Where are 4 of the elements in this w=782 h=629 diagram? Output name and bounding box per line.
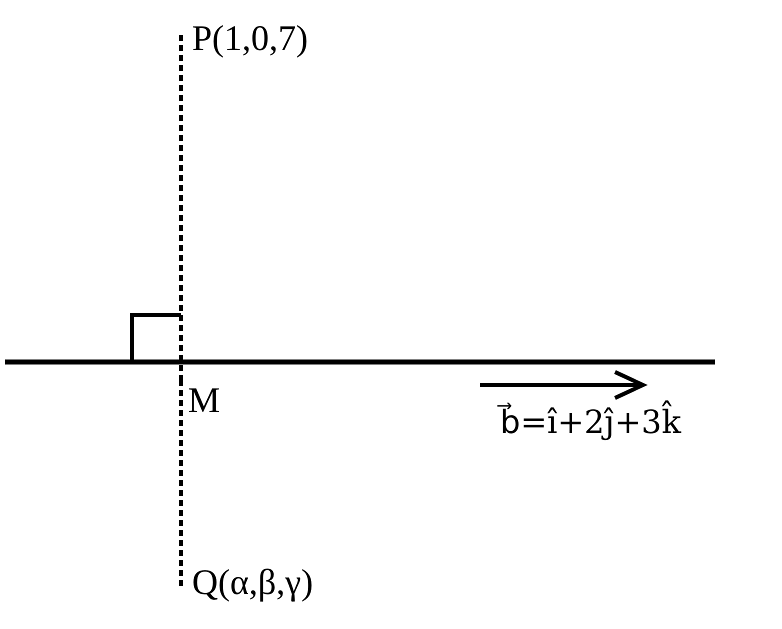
point-label: P(1,0,7)	[192, 18, 308, 58]
point-label: M	[188, 380, 220, 420]
point-label: Q(α,β,γ)	[192, 562, 314, 602]
dashed-line	[179, 35, 183, 380]
